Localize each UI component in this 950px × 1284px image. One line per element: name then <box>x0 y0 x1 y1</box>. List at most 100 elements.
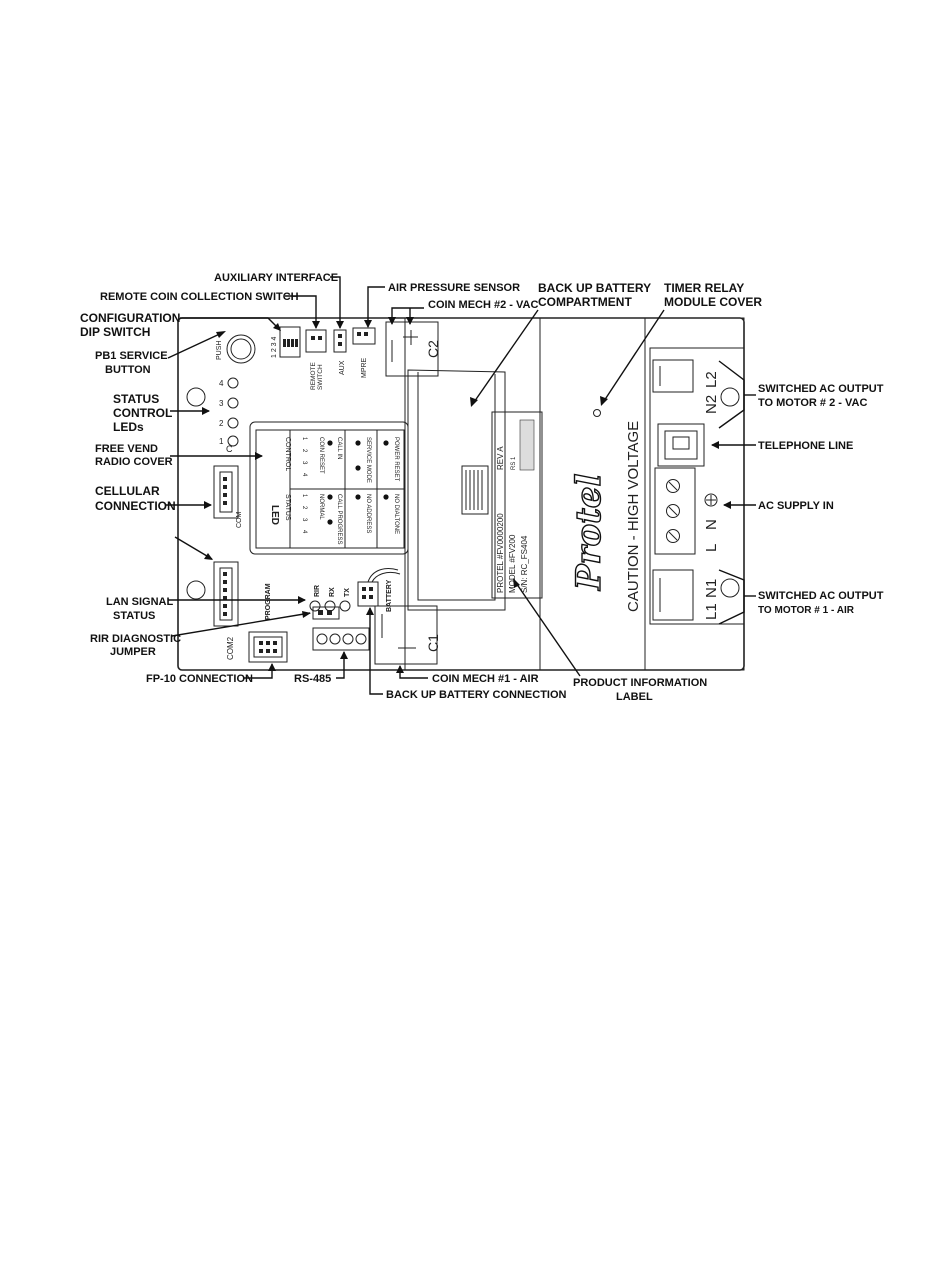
led-title: LED <box>269 505 280 525</box>
terminal-n-text: N <box>703 519 720 530</box>
terminal-n2-text: N2 <box>703 395 720 414</box>
air-pressure-connector[interactable] <box>352 327 376 345</box>
terminal-l2-text: L2 <box>703 371 720 388</box>
label-product-info-2: LABEL <box>616 691 653 703</box>
label-lan-signal-2: STATUS <box>113 610 155 622</box>
label-pb1-1: PB1 SERVICE <box>95 350 168 362</box>
label-switched-ac-2-1: SWITCHED AC OUTPUT <box>758 383 884 395</box>
fp10-connector[interactable] <box>248 631 288 663</box>
aux-connector[interactable] <box>333 329 347 353</box>
rev-line-1: REV A <box>496 446 505 470</box>
terminal-n1-text: N1 <box>703 579 720 598</box>
rx-led <box>324 600 336 612</box>
led-ctrl-call-in: CALL IN <box>336 437 342 459</box>
label-rs485: RS-485 <box>294 673 331 685</box>
label-coin-mech-2: COIN MECH #2 - VAC <box>428 299 538 311</box>
dip-numbers: 1 2 3 4 <box>271 336 278 358</box>
pb1-push-button[interactable] <box>226 334 256 364</box>
com2-text: COM2 <box>226 636 235 660</box>
dip-switch[interactable] <box>279 326 301 358</box>
rir-led <box>309 600 321 612</box>
status-led-4 <box>227 377 239 389</box>
terminal-l-text: L <box>703 544 720 552</box>
product-info-label-plate <box>491 411 543 599</box>
com-connector[interactable] <box>213 465 239 519</box>
label-free-vend-2: RADIO COVER <box>95 456 173 468</box>
led-status-title: STATUS <box>284 494 291 521</box>
com-text: COM <box>236 512 243 529</box>
barcode <box>519 419 535 471</box>
terminal-2-output[interactable] <box>652 359 694 393</box>
product-line-1: PROTEL #FV0000200 <box>496 513 505 593</box>
caution-text: CAUTION - HIGH VOLTAGE <box>625 421 642 612</box>
remote-switch-connector[interactable] <box>305 329 327 353</box>
rs485-terminal[interactable] <box>312 627 370 651</box>
coin-mech-1-connector[interactable] <box>374 605 438 665</box>
program-text: PROGRAM <box>265 583 272 620</box>
terminal-l1-text: L1 <box>703 603 720 620</box>
status-led-3 <box>227 397 239 409</box>
label-timer-relay-2: MODULE COVER <box>664 295 762 309</box>
tx-text: TX <box>344 588 351 597</box>
led-ctrl-num-3: 3 <box>301 461 307 465</box>
label-cellular-2: CONNECTION <box>95 499 176 513</box>
led-ctrl-num-4: 4 <box>301 473 307 477</box>
mount-hole-br <box>720 578 740 598</box>
battery-compartment <box>407 369 506 611</box>
battery-connector[interactable] <box>357 581 379 607</box>
status-led-group: 4 3 2 1 C <box>219 377 239 454</box>
led-ctrl-power-reset: POWER RESET <box>393 437 399 482</box>
label-status-2: CONTROL <box>113 406 172 420</box>
label-lan-signal-1: LAN SIGNAL <box>106 596 174 608</box>
battery-text: BATTERY <box>386 579 393 612</box>
telephone-jack[interactable] <box>657 423 705 467</box>
status-led-num-4: 4 <box>219 379 224 388</box>
board: PUSH 1 2 3 4 REMOTE SWITCH AUX MPRE C2 <box>177 317 745 671</box>
mount-hole-tr <box>720 387 740 407</box>
label-fp10: FP-10 CONNECTION <box>146 673 253 685</box>
rir-text: RIR <box>314 585 321 597</box>
label-switched-ac-1-2: TO MOTOR # 1 - AIR <box>758 605 855 616</box>
ground-symbol-icon <box>704 493 718 507</box>
label-auxiliary-interface: AUXILIARY INTERFACE <box>214 272 338 284</box>
led-ctrl-num-1: 1 <box>301 437 307 441</box>
led-control-title: CONTROL <box>284 437 291 471</box>
label-ac-supply-in: AC SUPPLY IN <box>758 500 834 512</box>
ac-supply-terminal[interactable] <box>654 467 696 555</box>
label-status-1: STATUS <box>113 392 159 406</box>
battery-cover-tab[interactable] <box>461 465 489 515</box>
led-stat-no-dialtone: NO DIALTONE <box>393 494 399 534</box>
status-led-num-3: 3 <box>219 399 224 408</box>
led-stat-num-4: 4 <box>301 530 307 534</box>
label-timer-relay-1: TIMER RELAY <box>664 281 744 295</box>
com2-connector[interactable] <box>213 561 239 627</box>
label-coin-mech-1: COIN MECH #1 - AIR <box>432 673 539 685</box>
label-config-dip-2: DIP SWITCH <box>80 325 150 339</box>
label-rir-jumper-2: JUMPER <box>110 646 156 658</box>
led-stat-num-3: 3 <box>301 518 307 522</box>
status-led-1 <box>227 435 239 447</box>
mount-hole-bl <box>186 580 206 600</box>
rir-jumper[interactable] <box>312 606 340 620</box>
led-stat-num-1: 1 <box>301 494 307 498</box>
status-led-num-1: 1 <box>219 437 224 446</box>
led-stat-call-progress: CALL PROGRESS <box>336 494 342 544</box>
label-air-pressure-sensor: AIR PRESSURE SENSOR <box>388 282 520 294</box>
mount-hole-tl <box>186 387 206 407</box>
coin-mech-2-connector[interactable] <box>385 321 439 377</box>
aux-text: AUX <box>339 360 346 375</box>
terminal-block-frame <box>649 347 745 625</box>
led-panel: LED CONTROL STATUS 1 2 3 4 1 2 3 4 COIN … <box>249 421 409 555</box>
status-led-num-2: 2 <box>219 419 224 428</box>
c2-text: C2 <box>425 340 441 358</box>
label-pb1-2: BUTTON <box>105 364 151 376</box>
led-ctrl-coin-reset: COIN RESET <box>318 437 324 474</box>
led-stat-normal: NORMAL <box>318 494 324 520</box>
led-stat-num-2: 2 <box>301 506 307 510</box>
led-ctrl-service-mode: SERVICE MODE <box>365 437 371 483</box>
label-config-dip-1: CONFIGURATION <box>80 311 180 325</box>
mpre-text: MPRE <box>361 357 368 378</box>
push-text: PUSH <box>216 341 223 360</box>
terminal-1-output[interactable] <box>652 569 694 621</box>
